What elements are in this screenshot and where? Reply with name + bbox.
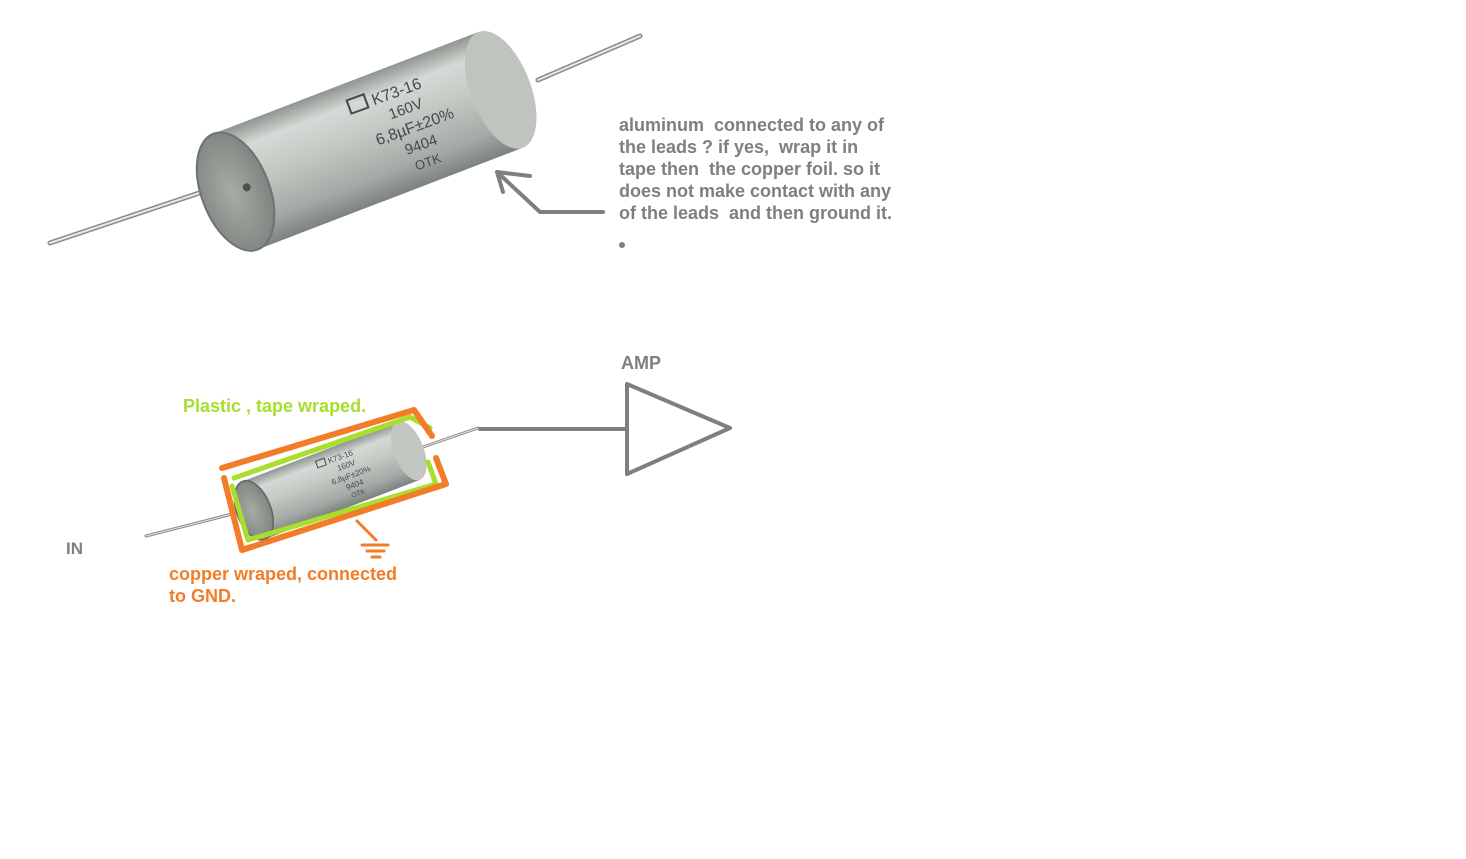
stray-dot — [619, 242, 625, 248]
copper-label-line-2: to GND. — [169, 586, 236, 606]
copper-label-line-1: copper wraped, connected — [169, 564, 398, 584]
note-line-5: of the leads and then ground it. — [619, 203, 892, 223]
plastic-tape-label: Plastic , tape wraped. — [183, 396, 367, 416]
copper-wrap-outline — [219, 407, 449, 553]
note-line-3: tape then the copper foil. so it — [619, 159, 881, 179]
amp-label: AMP — [621, 353, 661, 373]
ground-symbol-icon — [355, 519, 390, 559]
arrow-icon — [495, 170, 605, 214]
note-line-2: the leads ? if yes, wrap it in — [619, 137, 859, 157]
otk-seal-icon — [345, 93, 370, 115]
amplifier-triangle-icon — [625, 382, 732, 476]
note-line-1: aluminum connected to any of — [619, 115, 885, 135]
note-line-4: does not make contact with any — [619, 181, 892, 201]
marking-small-line-5: OTK — [351, 488, 367, 500]
otk-seal-small-icon — [314, 457, 328, 469]
in-label: IN — [66, 539, 83, 558]
capacitor-photo-large: K73-16 160V 6,8µF±20% 9404 OTK — [47, 30, 643, 252]
